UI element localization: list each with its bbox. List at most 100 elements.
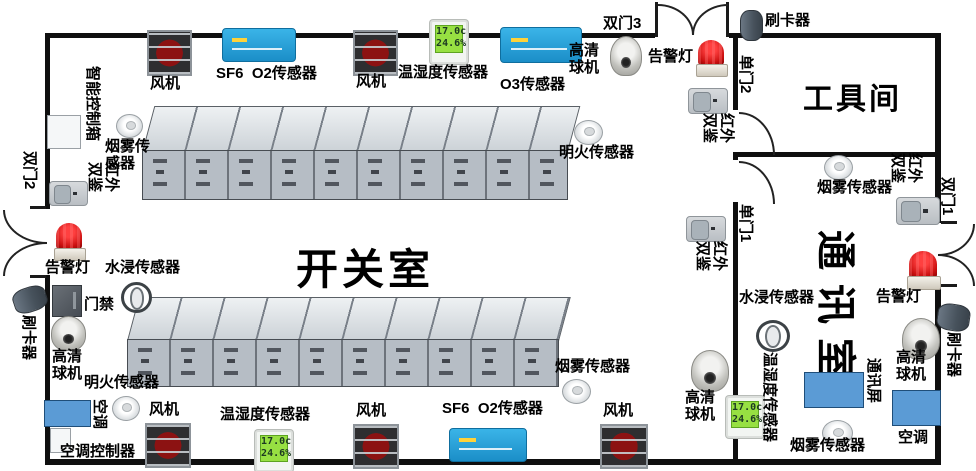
access-control-device — [52, 285, 82, 317]
gas-sensor-device — [449, 428, 527, 462]
cabinet-front — [127, 339, 559, 387]
ac-unit — [44, 400, 91, 427]
label-ac: 空调 — [91, 399, 108, 430]
cabinet-front — [142, 150, 568, 200]
label-door-single-1: 单门1 — [737, 204, 754, 243]
label-door-double-1: 双门1 — [939, 177, 956, 216]
door-post — [30, 206, 46, 209]
label-water-sensor: 水浸传感器 — [739, 289, 815, 306]
smoke-detector-icon — [116, 114, 143, 138]
door-leaf-arc — [739, 161, 775, 204]
gas-sensor-device — [500, 27, 582, 63]
label-o3-sensor: O3传感器 — [500, 76, 566, 93]
door-leaf-arc — [938, 254, 975, 286]
ac-controller-device — [50, 428, 71, 453]
water-sensor-icon — [756, 320, 790, 352]
door-leaf-arc — [3, 242, 47, 276]
label-hd-camera: 高清 球机 — [896, 349, 927, 383]
label-alarm-light: 告警灯 — [876, 288, 922, 305]
fan-icon — [600, 424, 648, 469]
fan-icon — [353, 30, 398, 76]
label-door-double-2: 双门2 — [21, 151, 38, 190]
label-card-reader: 刷卡器 — [765, 12, 811, 29]
door-gap — [45, 209, 50, 275]
hd-camera-icon — [51, 316, 86, 351]
fan-icon — [353, 424, 399, 469]
fan-icon — [147, 30, 192, 76]
label-door-double-3: 双门3 — [603, 15, 642, 32]
label-hd-camera: 高清 球机 — [52, 348, 83, 382]
label-smart-control-box: 智能控制箱 — [84, 66, 101, 142]
door-post — [941, 221, 957, 224]
door-leaf-arc — [938, 224, 975, 256]
label-comm-screen: 通讯屏 — [865, 358, 882, 404]
alarm-light-icon — [696, 40, 728, 77]
label-alarm-light: 告警灯 — [648, 48, 694, 65]
label-flame-sensor: 明火传感器 — [559, 144, 635, 161]
cabinet-row — [142, 106, 581, 200]
door-leaf-arc — [3, 210, 47, 244]
label-ir-dual-sensor: 红外 双鉴 — [694, 241, 728, 272]
label-flame-sensor: 明火传感器 — [84, 374, 160, 391]
label-smoke-sensor: 烟雾传感器 — [555, 358, 631, 375]
card-reader-icon — [740, 10, 763, 41]
door-post — [30, 275, 46, 278]
flame-detector-icon — [112, 396, 140, 421]
alarm-light-icon — [54, 223, 86, 261]
label-temp-humidity-sensor: 温湿度传感器 — [761, 352, 778, 443]
label-sf6-o2-sensor: SF6 O2传感器 — [216, 65, 317, 82]
alarm-light-icon — [907, 251, 941, 290]
wall-inner-vertical — [733, 33, 738, 110]
label-card-reader: 刷卡器 — [945, 332, 962, 378]
label-smoke-sensor: 烟雾传感器 — [817, 179, 893, 196]
hd-camera-icon — [691, 350, 729, 392]
fan-icon — [145, 423, 191, 468]
hd-camera-icon — [902, 318, 940, 360]
ir-dual-sensor-icon — [49, 181, 88, 206]
label-fan: 风机 — [149, 401, 180, 418]
wall-top — [45, 33, 941, 38]
cabinet-row — [127, 297, 571, 387]
smoke-detector-icon — [824, 155, 853, 180]
label-door-single-2: 单门2 — [737, 55, 754, 94]
label-hd-camera: 高清 球机 — [685, 389, 716, 423]
wall-inner-horizontal — [733, 152, 941, 157]
label-ac-controller: 空调控制器 — [60, 443, 136, 460]
ir-dual-sensor-icon — [896, 197, 940, 225]
label-temp-humidity-sensor: 温湿度传感器 — [220, 406, 311, 423]
label-fan: 风机 — [356, 73, 387, 90]
smoke-detector-icon — [822, 420, 853, 446]
label-ir-dual-sensor: 红外 双鉴 — [889, 153, 923, 184]
control-box-device — [47, 115, 81, 149]
room-label-switch-room: 开关室 — [296, 246, 435, 293]
door-post — [655, 2, 658, 37]
cabinet-roof — [127, 297, 571, 341]
label-access-control: 门禁 — [84, 296, 115, 313]
label-ir-dual-sensor: 红外 双鉴 — [86, 162, 120, 193]
door-leaf-arc — [739, 112, 775, 155]
cabinet-roof — [142, 106, 581, 152]
water-sensor-icon — [121, 282, 152, 313]
label-card-reader: 刷卡器 — [20, 315, 37, 361]
label-water-sensor: 水浸传感器 — [105, 259, 181, 276]
label-fan: 风机 — [603, 402, 634, 419]
label-fan: 风机 — [356, 402, 387, 419]
door-leaf-arc — [658, 4, 694, 35]
label-smoke-sensor: 烟雾传感器 — [790, 437, 866, 454]
wall-bottom — [45, 459, 941, 465]
flame-detector-icon — [574, 120, 603, 145]
ir-dual-sensor-icon — [688, 88, 728, 114]
gas-sensor-device — [222, 28, 296, 62]
door-leaf-arc — [692, 4, 728, 35]
label-sf6-o2-sensor: SF6 O2传感器 — [442, 400, 543, 417]
label-temp-humidity-sensor: 温湿度传感器 — [398, 64, 489, 81]
door-gap — [655, 33, 729, 38]
ir-dual-sensor-icon — [686, 216, 726, 242]
